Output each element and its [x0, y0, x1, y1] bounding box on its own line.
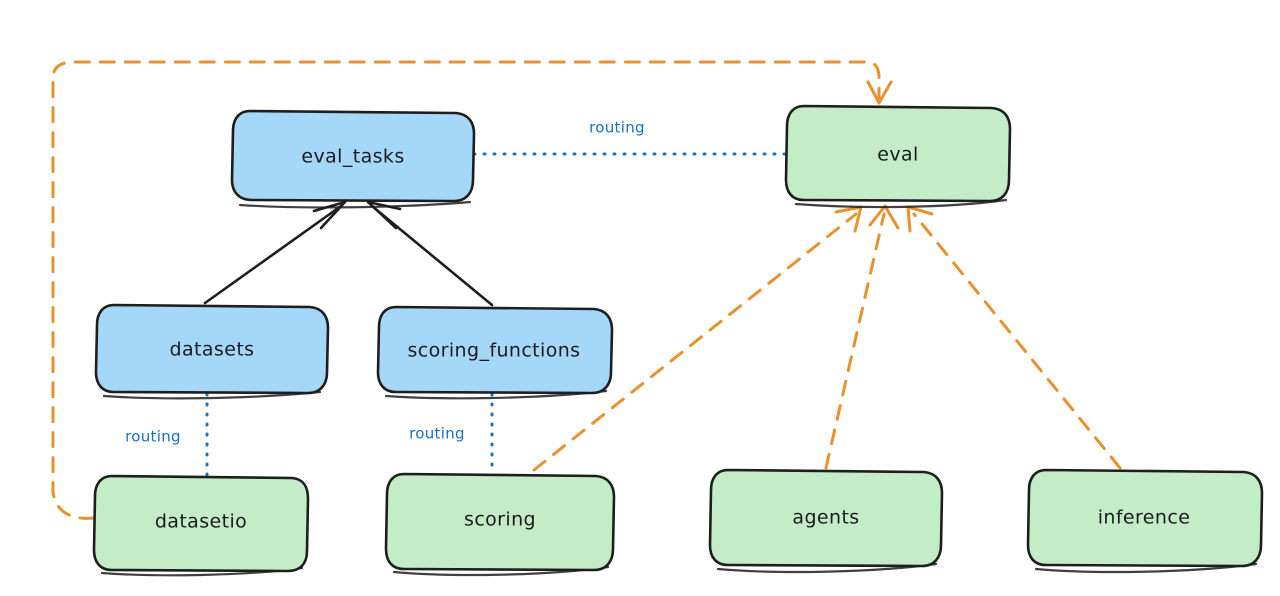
edge-label-routing-scoring_functions-scoring: routing: [409, 425, 465, 443]
edge-label-routing-datasets-datasetio: routing: [125, 428, 181, 446]
edge-labels-layer: routing routing routing: [125, 119, 645, 446]
node-label-scoring_functions: scoring_functions: [408, 340, 581, 362]
node-label-scoring: scoring: [464, 509, 536, 531]
node-eval_tasks[interactable]: eval_tasks: [230, 109, 476, 209]
node-agents[interactable]: agents: [708, 468, 944, 574]
node-label-agents: agents: [792, 507, 859, 529]
node-scoring_functions[interactable]: scoring_functions: [376, 305, 614, 400]
node-label-inference: inference: [1098, 507, 1191, 529]
node-datasets[interactable]: datasets: [94, 303, 330, 400]
node-label-datasetio: datasetio: [155, 511, 247, 533]
node-eval[interactable]: eval: [784, 104, 1012, 209]
nodes-layer: eval_tasks eval datasets scoring_functio…: [92, 104, 1264, 577]
node-datasetio[interactable]: datasetio: [92, 474, 310, 577]
node-label-eval: eval: [877, 144, 918, 166]
edge-datasetio-eval[interactable]: [51, 60, 893, 520]
node-inference[interactable]: inference: [1026, 468, 1264, 574]
edge-scoring_functions-eval_tasks[interactable]: [366, 200, 494, 307]
edge-inference-eval[interactable]: [906, 205, 1122, 470]
node-label-eval_tasks: eval_tasks: [301, 146, 404, 168]
node-scoring[interactable]: scoring: [384, 472, 616, 577]
node-label-datasets: datasets: [170, 339, 255, 361]
edge-label-routing-eval_tasks-eval: routing: [589, 119, 645, 137]
edge-agents-eval[interactable]: [824, 204, 900, 470]
edge-datasets-eval_tasks[interactable]: [203, 200, 347, 305]
